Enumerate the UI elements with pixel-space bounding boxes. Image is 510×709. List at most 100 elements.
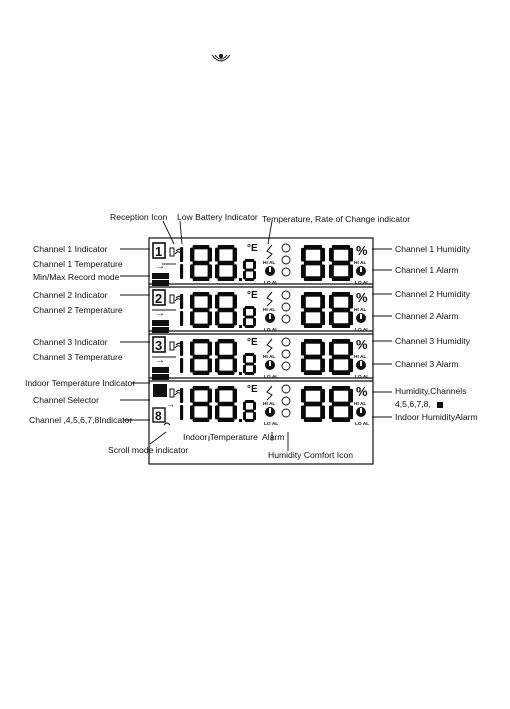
decimal-point (239, 278, 242, 281)
temp-decimal-digit (243, 400, 256, 422)
label-ch3-temperature: Channel 3 Temperature (33, 352, 123, 362)
comfort-face-icon (281, 290, 291, 300)
temp-digit (180, 247, 184, 279)
max-text: MAX (153, 322, 166, 328)
humidity-digit (301, 386, 325, 422)
lo-alarm-text: LO AL (264, 280, 278, 286)
humidity-digit (301, 245, 325, 281)
label-ch3-humidity: Channel 3 Humidity (395, 336, 470, 346)
battery-icon (169, 388, 175, 398)
label-ch1-alarm: Channel 1 Alarm (395, 265, 459, 275)
temp-digit (215, 245, 237, 281)
label-ch3-alarm: Channel 3 Alarm (395, 359, 459, 369)
humidity-digit (329, 245, 353, 281)
label-scroll-mode: Scroll mode indicator (108, 445, 189, 455)
hi-alarm-text: HI AL (263, 401, 275, 407)
label-indoor-humidity-alarm: Indoor HumidityAlarm (395, 412, 478, 422)
channel-selector-arrow-icon: → (166, 399, 175, 409)
comfort-face-icon (281, 408, 291, 418)
min-badge (152, 374, 169, 380)
humidity-percent: % (356, 384, 368, 399)
channel-indicator-digit: 3 (155, 338, 162, 353)
temp-digit (190, 339, 212, 375)
label-humidity-channels-line2: 4,5,6,7,8, (395, 399, 431, 409)
comfort-face-icon (281, 314, 291, 324)
label-minmax-mode: Min/Max Record mode (33, 272, 120, 282)
comfort-face-icon (281, 349, 291, 359)
battery-icon (169, 247, 175, 257)
comfort-face-icon (281, 337, 291, 347)
temp-digit (180, 294, 184, 326)
channel-symbol-icon (437, 402, 443, 408)
channel-indicator-box (152, 336, 166, 353)
label-indoor-temperature: Indoor Temperature (183, 432, 258, 442)
temp-digit (180, 388, 184, 420)
rate-of-change-icon (266, 385, 273, 401)
decimal-point (239, 372, 242, 375)
label-reception-icon: Reception Icon (110, 212, 168, 222)
temp-decimal-digit (243, 353, 256, 375)
max-text: MAX (153, 275, 166, 281)
label-ch1-temperature: Channel 1 Temperature (33, 259, 123, 269)
comfort-face-icon (281, 384, 291, 394)
hi-alarm-text: HI AL (263, 354, 275, 360)
comfort-face-icon (281, 302, 291, 312)
channel-indicator-box (152, 242, 166, 259)
temperature-arrow-icon: → (155, 355, 165, 366)
min-badge (152, 327, 169, 333)
lo-humidity-alarm-text: LO AL (355, 421, 369, 427)
indoor-indicator-box (153, 384, 167, 397)
max-text: MAX (153, 369, 166, 375)
temp-digit (190, 292, 212, 328)
min-badge (152, 280, 169, 286)
channel-indicator-digit: 1 (155, 244, 162, 259)
temp-digit (190, 386, 212, 422)
battery-icon (169, 341, 175, 351)
temp-digit (215, 339, 237, 375)
temperature-unit: °E (247, 337, 258, 348)
humidity-percent: % (356, 243, 368, 258)
comfort-face-icon (281, 267, 291, 277)
label-alarm: Alarm (262, 432, 285, 442)
max-badge (152, 273, 169, 279)
lcd-frame (148, 237, 374, 465)
sub-channel-box (152, 407, 166, 423)
lo-alarm-text: LO AL (264, 327, 278, 333)
max-badge (152, 367, 169, 373)
temp-decimal-digit (243, 306, 256, 328)
hi-humidity-alarm-text: HI AL (354, 401, 366, 407)
channel-indicator-digit: 2 (155, 291, 162, 306)
indoor-indicator-text: IN (154, 387, 164, 398)
leader-lines (120, 220, 392, 451)
comfort-face-icon (281, 396, 291, 406)
hi-humidity-alarm-text: HI AL (354, 260, 366, 266)
battery-icon (169, 294, 175, 304)
temp-decimal-digit (243, 259, 256, 281)
label-humidity-channels-line1: Humidity,Channels (395, 386, 467, 396)
label-ch2-humidity: Channel 2 Humidity (395, 289, 470, 299)
channel-indicator-box (152, 289, 166, 306)
label-ch3-indicator: Channel 3 Indicator (33, 337, 108, 347)
humidity-digit (329, 339, 353, 375)
rate-of-change-icon (266, 244, 273, 260)
row-separators (149, 283, 373, 382)
lo-humidity-alarm-text: LO AL (355, 327, 369, 333)
hi-humidity-alarm-text: HI AL (354, 307, 366, 313)
humidity-digit (329, 386, 353, 422)
temperature-unit: °E (247, 290, 258, 301)
temp-digit (215, 386, 237, 422)
temperature-arrow-icon: → (155, 308, 165, 319)
label-indoor-temp-indicator: Indoor Temperature Indicator (25, 378, 136, 388)
humidity-digit (301, 339, 325, 375)
temperature-unit: °E (247, 384, 258, 395)
label-rate-of-change: Temperature, Rate of Change indicator (262, 214, 411, 224)
temperature-arrow-icon: → (155, 261, 165, 272)
lo-alarm-text: LO AL (264, 374, 278, 380)
sub-channel-digit: 8 (155, 409, 162, 423)
decimal-point (239, 419, 242, 422)
humidity-digit (329, 292, 353, 328)
temp-digit (215, 292, 237, 328)
